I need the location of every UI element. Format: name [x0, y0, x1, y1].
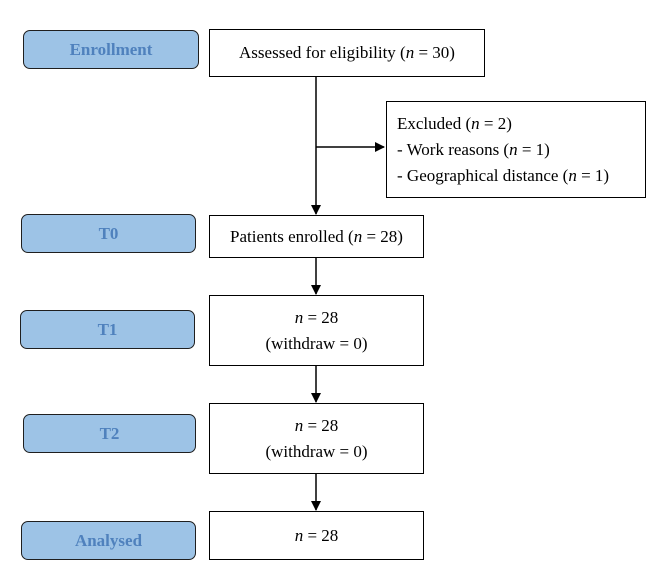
enrolled-box: Patients enrolled (n = 28)	[209, 215, 424, 258]
t1-box: n = 28 (withdraw = 0)	[209, 295, 424, 366]
excluded-total: Excluded (n = 2)	[397, 113, 512, 133]
assessed-text: Assessed for eligibility (n = 30)	[239, 43, 455, 62]
stage-label-analysed: Analysed	[21, 521, 196, 560]
t2-withdraw: (withdraw = 0)	[265, 441, 368, 461]
analysed-box: n = 28	[209, 511, 424, 560]
t1-count: n = 28	[294, 307, 339, 327]
assessed-box: Assessed for eligibility (n = 30)	[209, 29, 485, 77]
excluded-box: Excluded (n = 2) - Work reasons (n = 1) …	[386, 101, 646, 198]
stage-label-t1: T1	[20, 310, 195, 349]
excluded-work-reasons: - Work reasons (n = 1)	[397, 139, 550, 159]
t1-withdraw: (withdraw = 0)	[265, 333, 368, 353]
stage-label-enrollment: Enrollment	[23, 30, 199, 69]
t2-count: n = 28	[294, 415, 339, 435]
stage-label-t0: T0	[21, 214, 196, 253]
excluded-geographical-distance: - Geographical distance (n = 1)	[397, 165, 610, 185]
enrolled-text: Patients enrolled (n = 28)	[230, 226, 403, 246]
stage-label-t2: T2	[23, 414, 196, 453]
analysed-count: n = 28	[294, 525, 339, 545]
t2-box: n = 28 (withdraw = 0)	[209, 403, 424, 474]
